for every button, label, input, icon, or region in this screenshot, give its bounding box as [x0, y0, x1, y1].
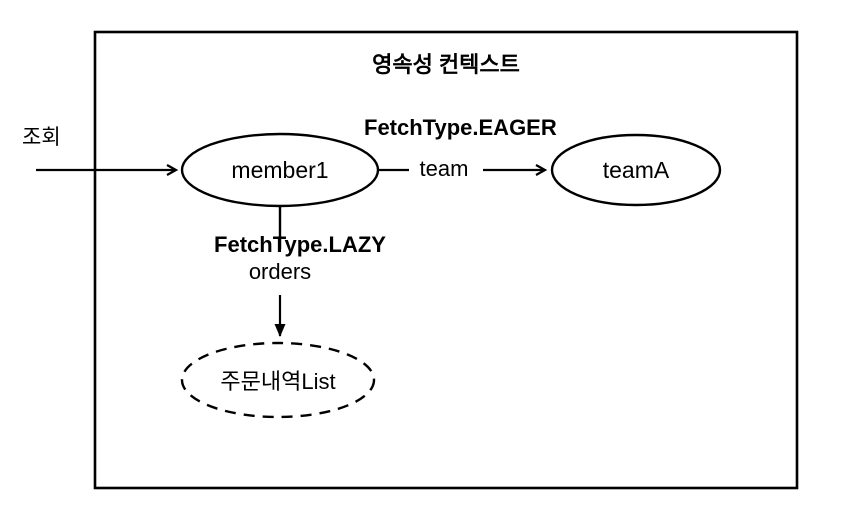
- orders-list-node-label: 주문내역List: [220, 369, 336, 394]
- fetchtype-eager-label: FetchType.EAGER: [364, 115, 557, 140]
- persistence-context-box: [93, 30, 799, 490]
- teamA-ellipse: [550, 133, 722, 207]
- orders-field-label: orders: [248, 259, 312, 284]
- persistence-context-title: 영속성 컨텍스트: [372, 52, 520, 77]
- member1-node-label: member1: [231, 156, 329, 183]
- orders-list-ellipse: [180, 341, 376, 419]
- fetchtype-lazy-label: FetchType.LAZY: [214, 232, 386, 257]
- team-field-label: team: [419, 156, 469, 181]
- teamA-node-label: teamA: [602, 156, 670, 183]
- query-label: 조회: [22, 126, 61, 149]
